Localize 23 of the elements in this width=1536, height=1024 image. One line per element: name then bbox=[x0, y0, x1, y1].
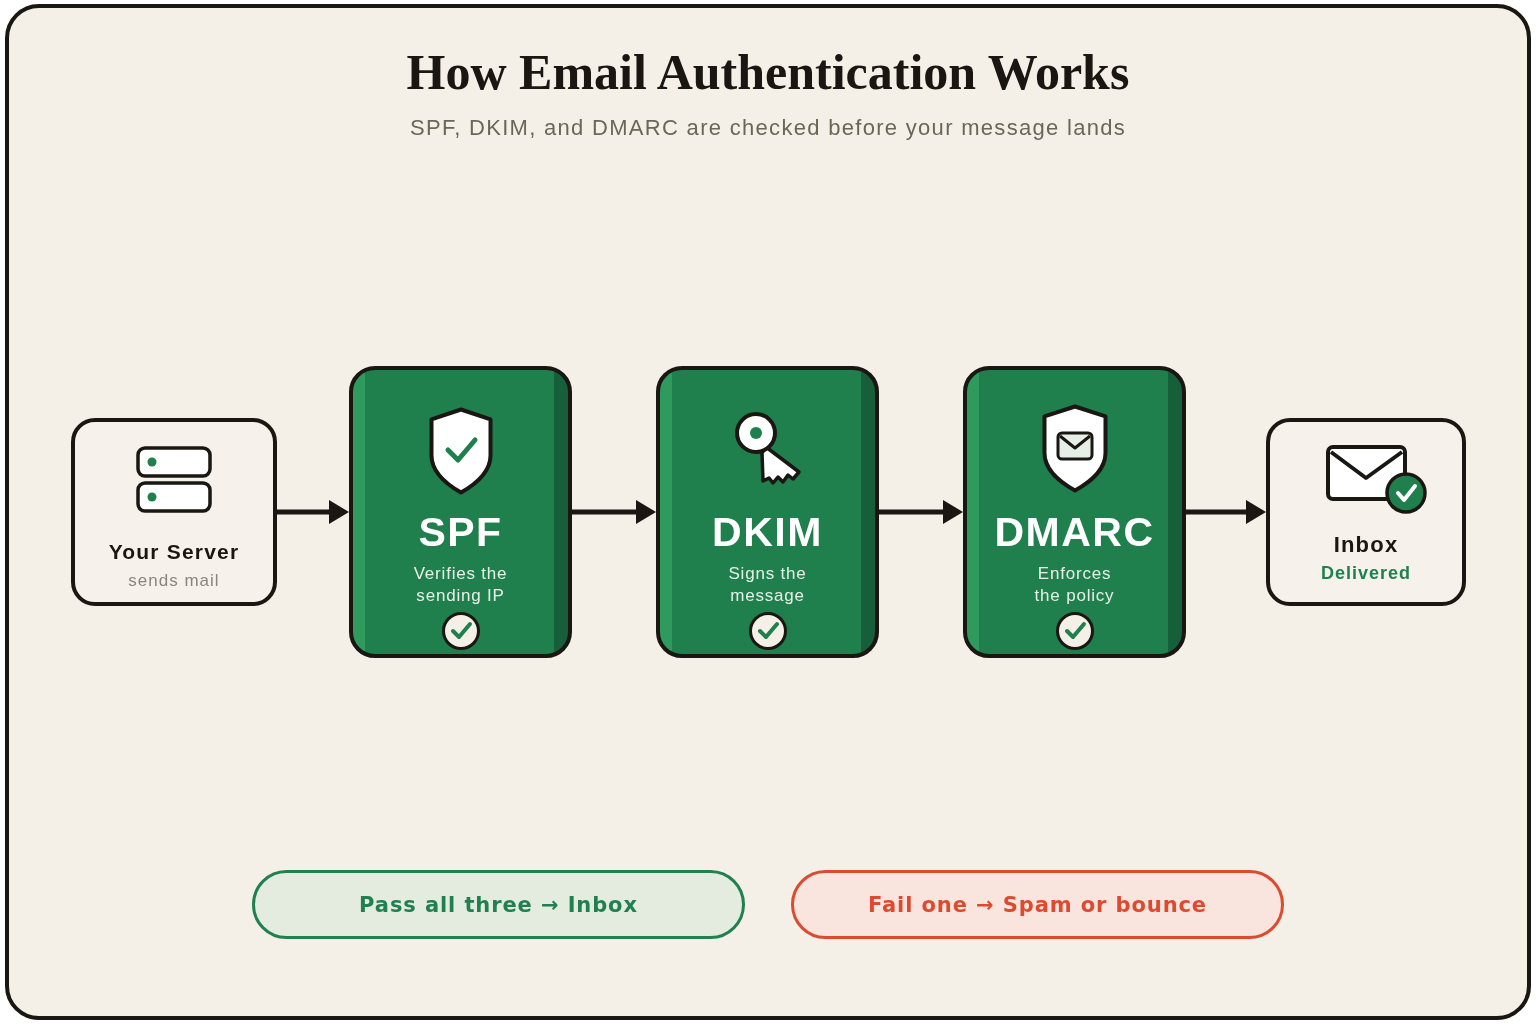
arrow bbox=[1186, 500, 1266, 524]
title: How Email Authentication Works bbox=[406, 44, 1130, 100]
node-description: Enforces the policy bbox=[1033, 563, 1116, 607]
check-card bbox=[656, 366, 879, 658]
check-card bbox=[963, 366, 1186, 658]
node-description: Signs the message bbox=[727, 563, 808, 607]
inbox-box bbox=[1266, 418, 1466, 606]
node-title: DMARC bbox=[994, 510, 1155, 554]
node-title: Your Server bbox=[108, 540, 240, 564]
subtitle: SPF, DKIM, and DMARC are checked before your message lands bbox=[409, 115, 1127, 141]
outcome-text: Pass all three → Inbox bbox=[359, 891, 638, 919]
status-text: Delivered bbox=[1321, 563, 1411, 583]
outcome-text: Fail one → Spam or bounce bbox=[868, 891, 1207, 919]
node-subtitle: sends mail bbox=[128, 571, 220, 591]
node-title: SPF bbox=[418, 510, 503, 554]
arrow bbox=[879, 500, 963, 524]
check-card bbox=[349, 366, 572, 658]
node-title: DKIM bbox=[712, 510, 823, 554]
node-description: Verifies the sending IP bbox=[412, 563, 509, 607]
arrow bbox=[572, 500, 656, 524]
arrow bbox=[277, 500, 349, 524]
node-title: Inbox bbox=[1333, 533, 1399, 557]
sender-box bbox=[71, 418, 277, 606]
